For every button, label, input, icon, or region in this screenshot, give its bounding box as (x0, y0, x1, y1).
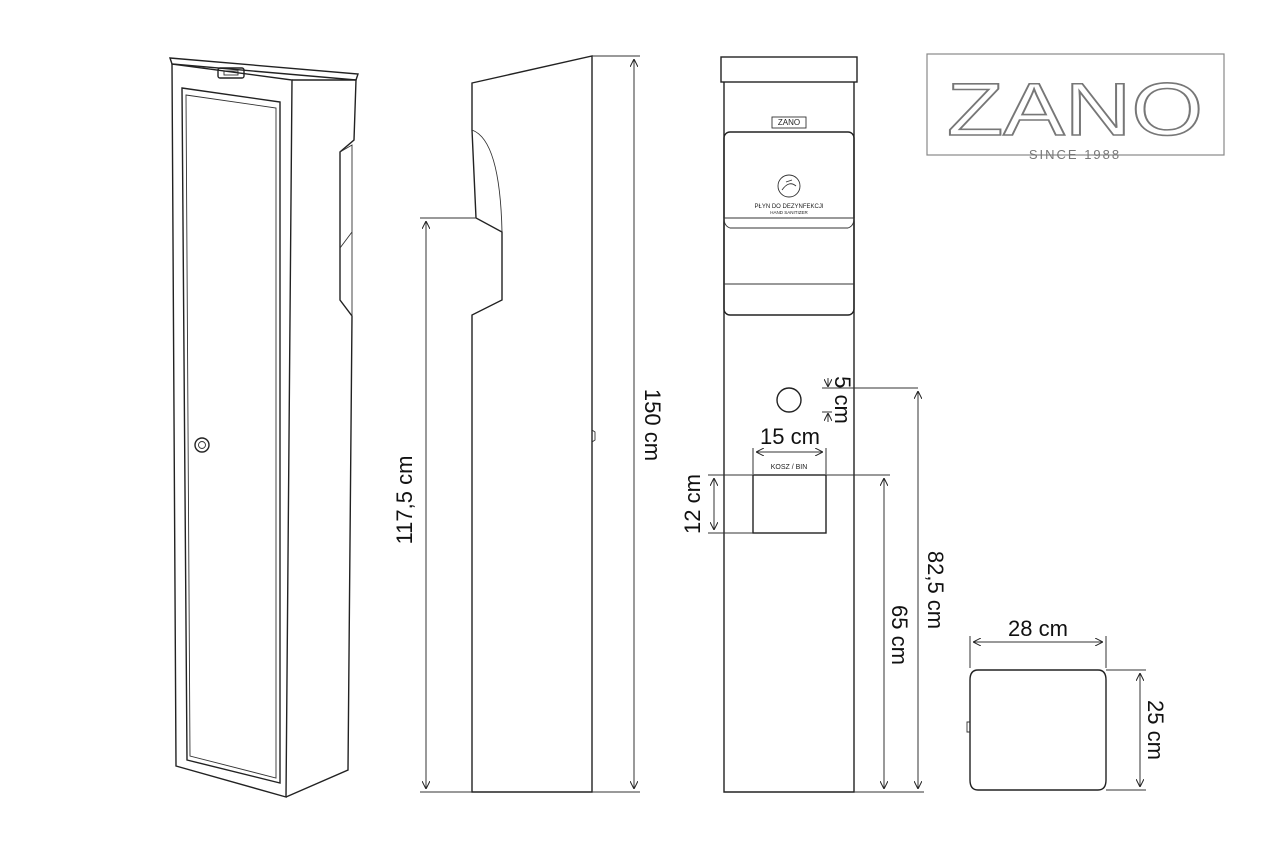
front-view: ZANO PŁYN DO DEZYNFEKCJI HAND SANITIZER … (720, 56, 858, 793)
perspective-view (168, 57, 359, 798)
dim-label-15: 15 cm (760, 424, 820, 449)
dim-label-82: 82,5 cm (923, 551, 948, 629)
dim-82: 82,5 cm (890, 392, 948, 793)
dim-label-5: 5 cm (830, 376, 855, 424)
dim-5: 5 cm (822, 376, 918, 424)
dim-28: 28 cm (969, 616, 1107, 668)
dim-25: 25 cm (1106, 669, 1168, 791)
bin-label: KOSZ / BIN (771, 464, 808, 471)
dispenser-label: PŁYN DO DEZYNFEKCJI (754, 204, 823, 210)
dim-label-25: 25 cm (1143, 700, 1168, 760)
dim-label-117: 117,5 cm (392, 456, 417, 545)
dim-label-150: 150 cm (640, 389, 665, 461)
dim-12: 12 cm (680, 474, 753, 534)
dim-label-28: 28 cm (1008, 616, 1068, 641)
logo-brand: ZANO (947, 68, 1203, 151)
logo-tagline: SINCE 1988 (1029, 147, 1121, 162)
dispenser-sublabel: HAND SANITIZER (770, 210, 808, 215)
side-view (471, 55, 596, 793)
top-view (966, 669, 1107, 791)
dim-117: 117,5 cm (392, 217, 476, 793)
dim-65: 65 cm (826, 474, 912, 793)
dim-label-65: 65 cm (887, 605, 912, 665)
dim-150: 150 cm (592, 55, 665, 793)
zano-logo: ZANO SINCE 1988 (926, 53, 1225, 162)
dim-15: 15 cm (752, 424, 827, 474)
dim-label-12: 12 cm (680, 474, 705, 534)
front-logo-text: ZANO (778, 118, 800, 127)
